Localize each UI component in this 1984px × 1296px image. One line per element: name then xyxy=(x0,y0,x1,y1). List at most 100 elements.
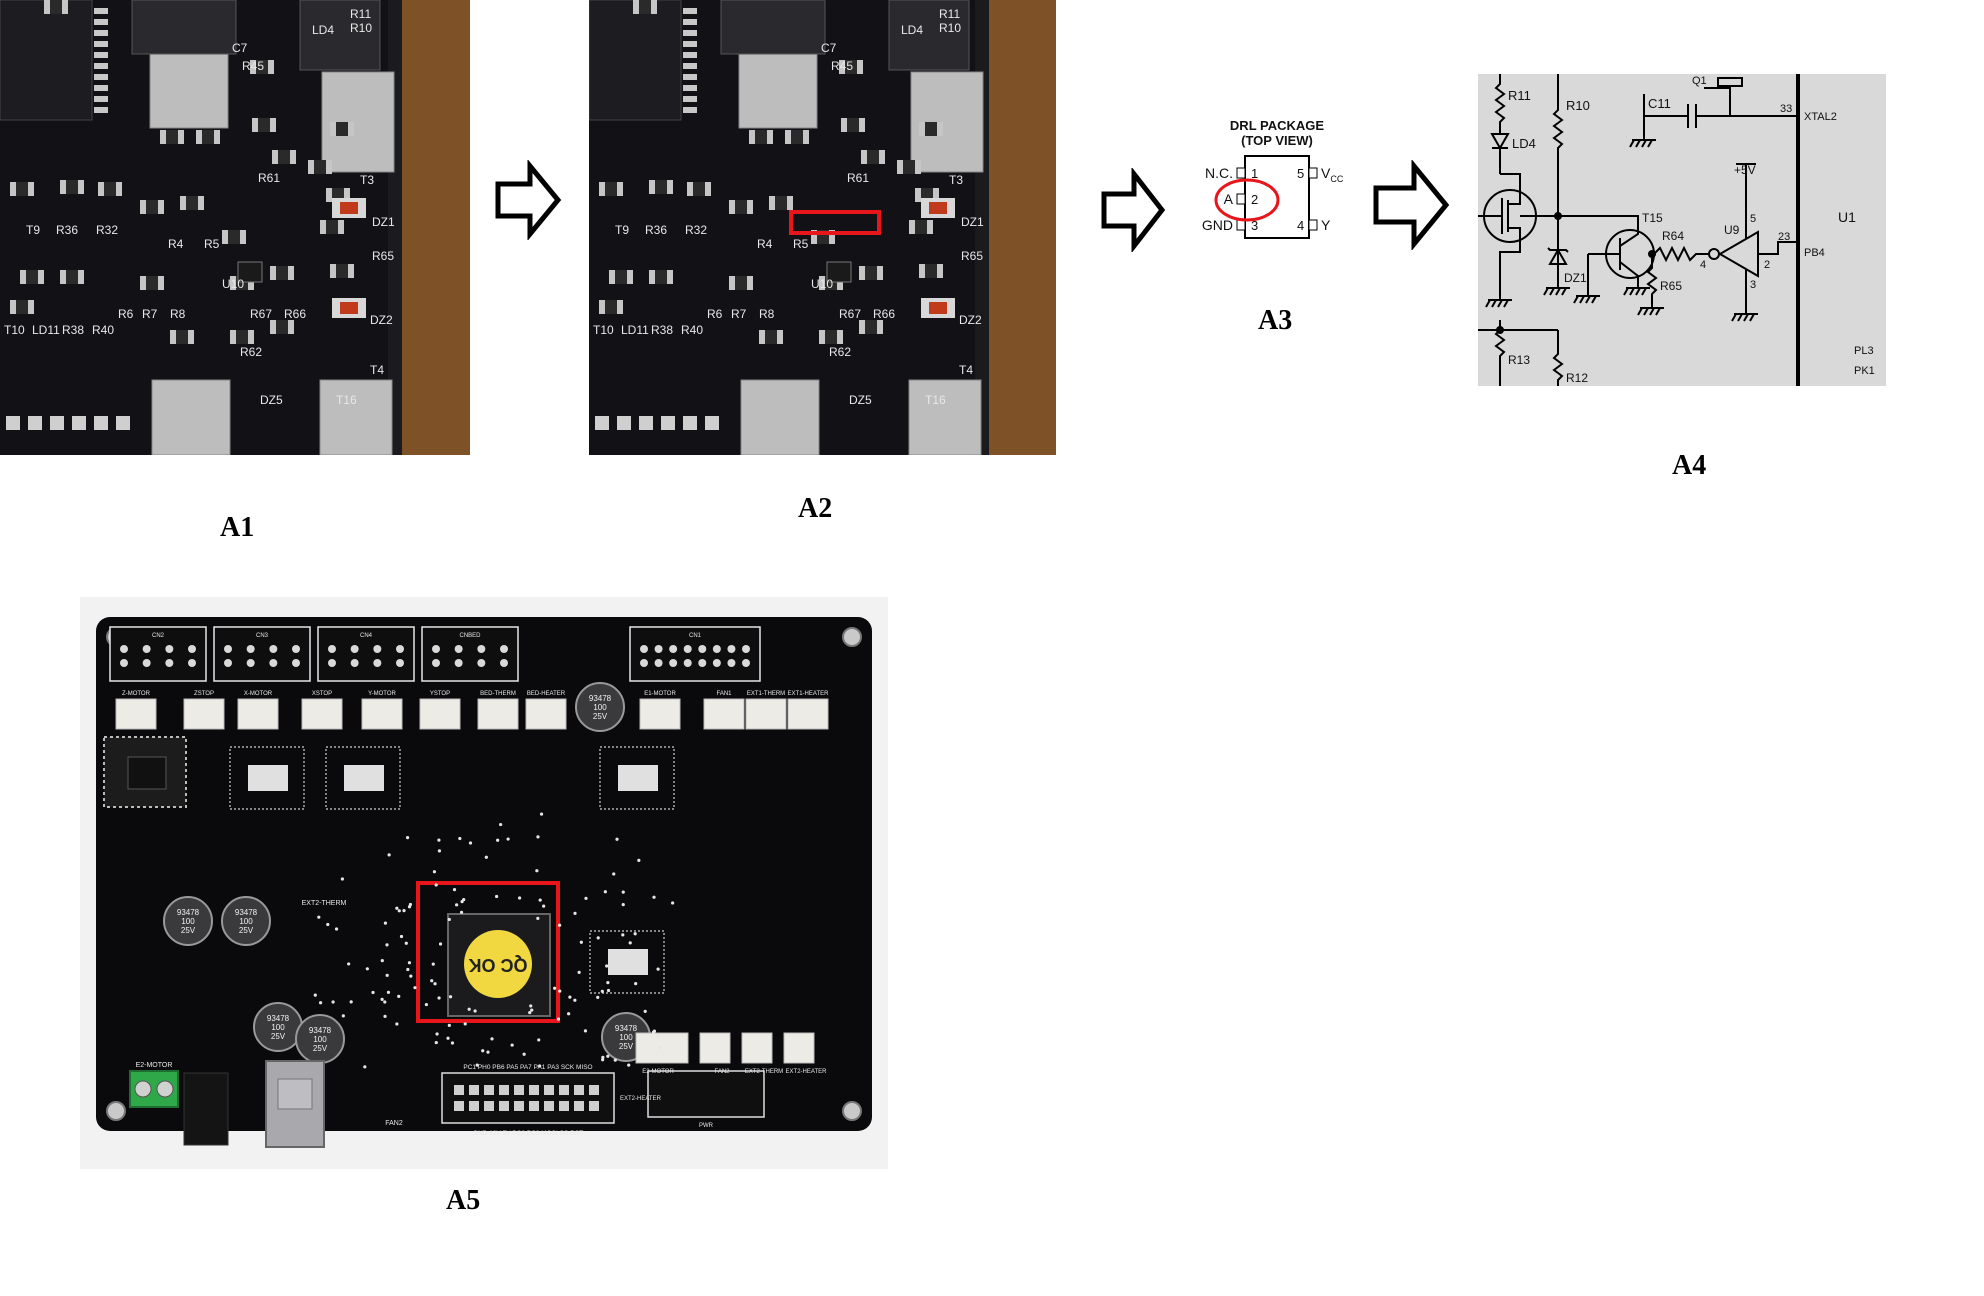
header-pin xyxy=(574,1101,584,1111)
crystal-q1-symbol xyxy=(1717,77,1743,87)
silk-label: R4 xyxy=(168,237,184,251)
mounting-hole xyxy=(106,1101,126,1121)
ground-hatch xyxy=(1491,299,1497,308)
silk-label: R40 xyxy=(681,323,703,337)
via xyxy=(496,838,500,842)
smd-part xyxy=(720,0,826,55)
label-xtal2: XTAL2 xyxy=(1804,111,1837,123)
header-pin xyxy=(246,645,255,653)
ground-hatch xyxy=(1643,307,1649,316)
ic-pin xyxy=(94,30,108,36)
header-pin xyxy=(188,659,196,667)
wire xyxy=(1646,254,1658,308)
jst-connector xyxy=(183,698,225,730)
via xyxy=(447,1023,451,1027)
pin1-number: 1 xyxy=(1251,166,1258,181)
header-pin xyxy=(396,645,404,653)
via xyxy=(331,1000,335,1004)
smd-body xyxy=(865,320,877,334)
header-cne2 xyxy=(647,1070,765,1118)
wood-edge xyxy=(987,0,1056,455)
ground-hatch xyxy=(1623,287,1629,296)
ground-hatch xyxy=(1743,313,1749,322)
header-pin xyxy=(142,645,151,653)
pin-pad xyxy=(1236,219,1246,231)
pin2-name: A xyxy=(1224,191,1234,207)
smd-body xyxy=(755,130,767,144)
connector-pad xyxy=(6,416,20,430)
via xyxy=(601,1055,605,1059)
via xyxy=(341,1014,345,1018)
header-pin xyxy=(269,659,278,667)
via xyxy=(363,1065,367,1069)
ic-pin xyxy=(683,52,697,58)
smd-body xyxy=(925,264,937,278)
connector-label: CN1 xyxy=(689,633,702,639)
driver-chip xyxy=(127,756,167,790)
via xyxy=(380,997,384,1001)
header-pin xyxy=(224,645,232,653)
via xyxy=(596,936,600,940)
label-r65: R65 xyxy=(1660,279,1682,293)
via xyxy=(573,911,577,915)
silk-label: LD11 xyxy=(621,323,649,337)
header-pin xyxy=(454,645,463,653)
header-pin xyxy=(669,659,678,667)
smd-body xyxy=(735,200,747,214)
connector-pad xyxy=(72,416,86,430)
via xyxy=(652,1029,657,1033)
mosfet-tab xyxy=(319,379,393,455)
header-pin xyxy=(328,645,336,653)
silk-label: R11 xyxy=(350,7,371,21)
via xyxy=(484,855,488,859)
via xyxy=(397,994,401,998)
ground-hatch xyxy=(1635,287,1641,296)
jst-label: FAN2 xyxy=(714,1069,730,1075)
header-pin xyxy=(574,1085,584,1095)
wire xyxy=(1552,330,1564,386)
header-pin xyxy=(654,659,663,667)
via xyxy=(468,841,473,845)
header-pin xyxy=(477,659,486,667)
silk-label: R62 xyxy=(829,345,851,359)
ic-pin xyxy=(94,63,108,69)
ic-pin xyxy=(94,96,108,102)
via xyxy=(405,836,410,840)
via xyxy=(318,1001,323,1005)
junction-dot xyxy=(1496,326,1504,334)
jumper-block xyxy=(608,949,648,975)
header-pin xyxy=(454,1085,464,1095)
via xyxy=(671,901,675,905)
wire xyxy=(1552,74,1564,288)
via xyxy=(568,995,572,999)
connector-label: CN4 xyxy=(360,633,373,639)
header-pin xyxy=(499,1085,509,1095)
silk-label: C7 xyxy=(232,41,248,55)
connector-label: CNBED xyxy=(459,633,481,639)
pin3-name: GND xyxy=(1202,217,1233,233)
highlight-box xyxy=(789,210,881,235)
via xyxy=(606,988,611,993)
silk-label: R32 xyxy=(685,223,707,237)
header-pin xyxy=(669,645,678,653)
smd-body xyxy=(791,130,803,144)
jst-connector xyxy=(745,698,787,730)
connector-pad xyxy=(617,416,631,430)
jst-label: YSTOP xyxy=(430,691,450,697)
via xyxy=(601,1058,605,1062)
silk-label: C7 xyxy=(821,41,837,55)
pin5-number: 5 xyxy=(1297,166,1304,181)
ic-chip xyxy=(0,0,93,121)
wire xyxy=(1558,215,1639,247)
label-pin2: 2 xyxy=(1764,259,1770,271)
ground-hatch xyxy=(1497,299,1503,308)
capacitor-marking: 25V xyxy=(239,926,254,935)
via xyxy=(603,890,607,894)
via xyxy=(438,942,443,946)
driver-socket xyxy=(325,746,401,810)
silk-label: LD4 xyxy=(901,23,923,37)
label-pin5: 5 xyxy=(1750,213,1756,225)
header-cn1 xyxy=(441,1072,615,1124)
silk-label: R45 xyxy=(831,59,853,73)
header-pin xyxy=(698,645,707,653)
